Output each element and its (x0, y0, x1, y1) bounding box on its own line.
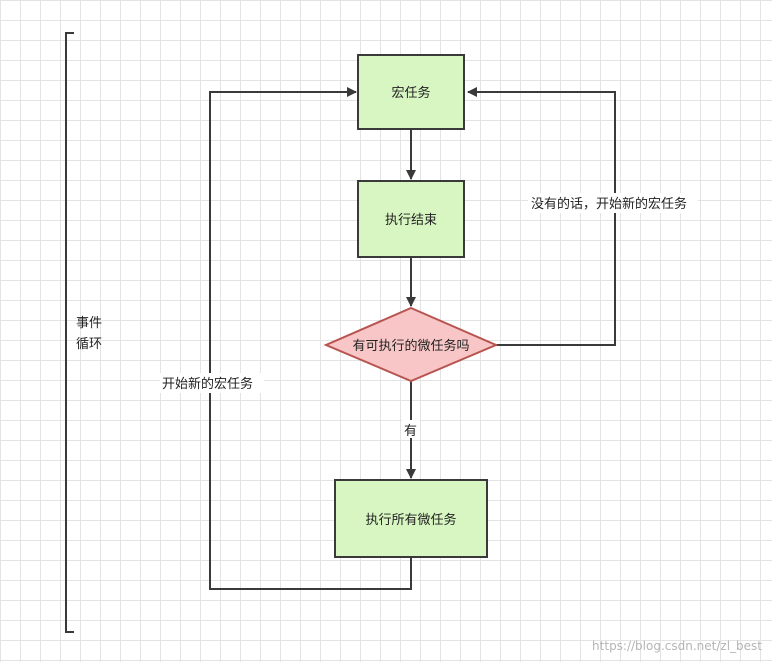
execution-end-label: 执行结束 (385, 213, 437, 228)
run-micro-tasks-box (334, 479, 488, 558)
loop-back-label-bg (160, 373, 264, 393)
run-micro-tasks-label: 执行所有微任务 (365, 512, 456, 528)
decision-diamond (323, 306, 499, 383)
decision-label: 有可执行的微任务吗 (352, 338, 469, 354)
no-label: 没有的话，开始新的宏任务 (531, 196, 687, 212)
yes-label: 有 (404, 424, 417, 439)
macro-task-label: 宏任务 (391, 85, 430, 101)
yes-label-bg (402, 420, 420, 438)
bracket-label-line1: 事件 (76, 316, 102, 331)
watermark: https://blog.csdn.net/zl_best (592, 639, 762, 653)
arrow-loop-back (209, 87, 412, 590)
event-loop-bracket (65, 32, 74, 633)
no-label-bg (528, 193, 698, 213)
execution-end-box (357, 180, 465, 258)
bracket-label-line2: 循环 (76, 337, 102, 352)
loop-back-label: 开始新的宏任务 (162, 376, 253, 392)
arrow-no-micro (467, 87, 616, 346)
macro-task-box (357, 54, 465, 130)
